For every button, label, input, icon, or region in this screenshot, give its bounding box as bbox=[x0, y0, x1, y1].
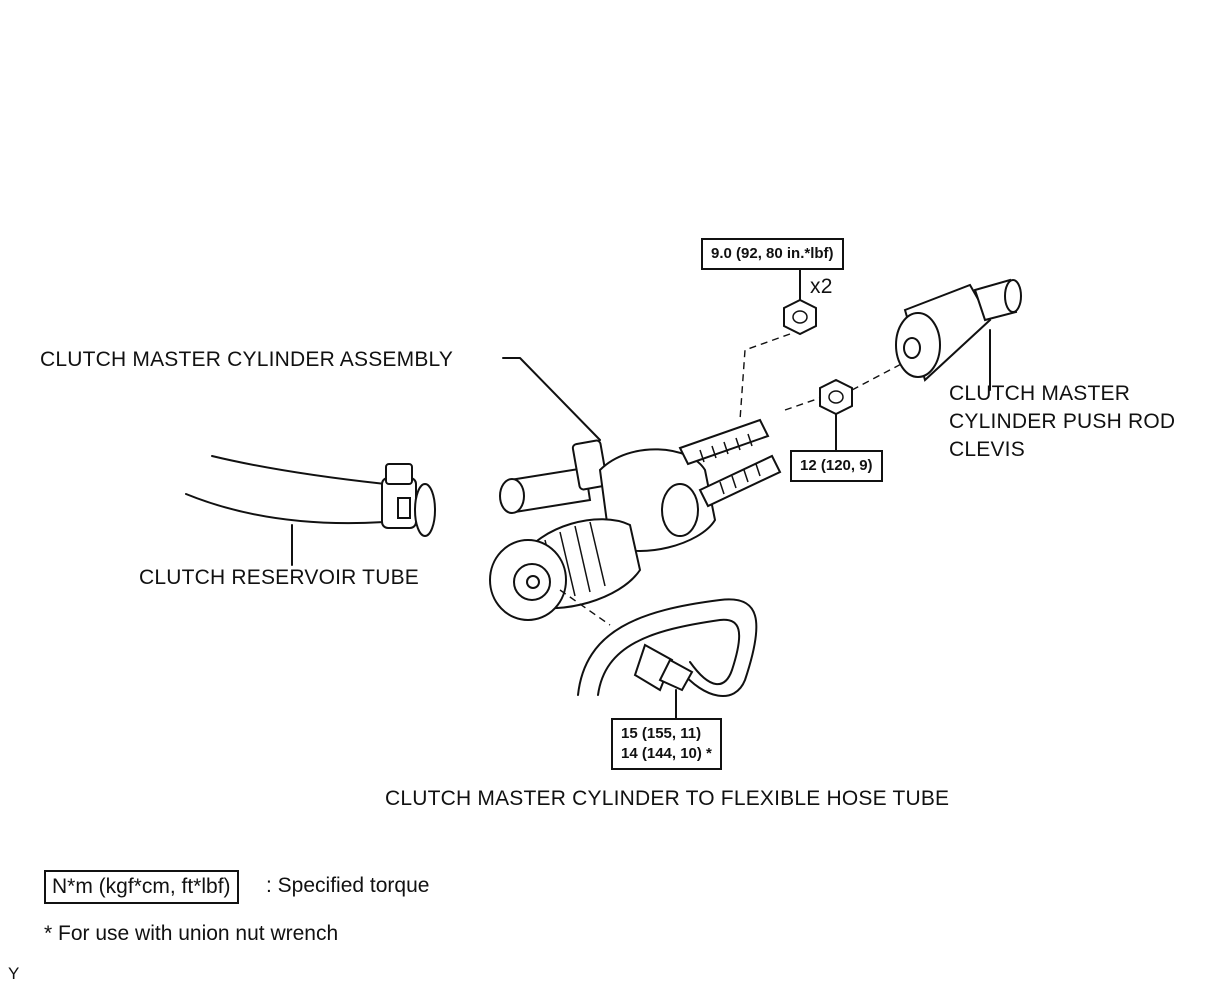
torque-spec-nut-clevis: 12 (120, 9) bbox=[790, 450, 883, 482]
legend-footnote: * For use with union nut wrench bbox=[44, 922, 339, 945]
legend-torque-text: : Specified torque bbox=[266, 874, 430, 897]
reservoir-tube-drawing bbox=[185, 455, 436, 566]
flexible-hose-tube-drawing bbox=[577, 598, 758, 721]
label-clutch-reservoir-tube: CLUTCH RESERVOIR TUBE bbox=[139, 566, 419, 589]
nut-drawings bbox=[559, 267, 906, 626]
figure-code: Y bbox=[8, 964, 20, 983]
push-rod-clevis-drawing bbox=[895, 278, 1022, 391]
torque-spec-nut-top: 9.0 (92, 80 in.*lbf) bbox=[701, 238, 844, 270]
label-clutch-master-cylinder-assembly: CLUTCH MASTER CYLINDER ASSEMBLY bbox=[40, 348, 454, 371]
torque-spec-union-nut: 15 (155, 11) 14 (144, 10) * bbox=[611, 718, 722, 770]
label-flexible-hose-tube: CLUTCH MASTER CYLINDER TO FLEXIBLE HOSE … bbox=[385, 787, 950, 810]
legend-torque-unit-box: N*m (kgf*cm, ft*lbf) bbox=[44, 870, 239, 904]
label-quantity: x2 bbox=[810, 275, 833, 298]
master-cylinder-drawing bbox=[489, 357, 782, 621]
label-push-rod-clevis: CLUTCH MASTER CYLINDER PUSH ROD CLEVIS bbox=[949, 382, 1176, 461]
torque-spec-union-nut-line2: 14 (144, 10) * bbox=[621, 745, 712, 762]
torque-spec-union-nut-line1: 15 (155, 11) bbox=[621, 725, 702, 742]
